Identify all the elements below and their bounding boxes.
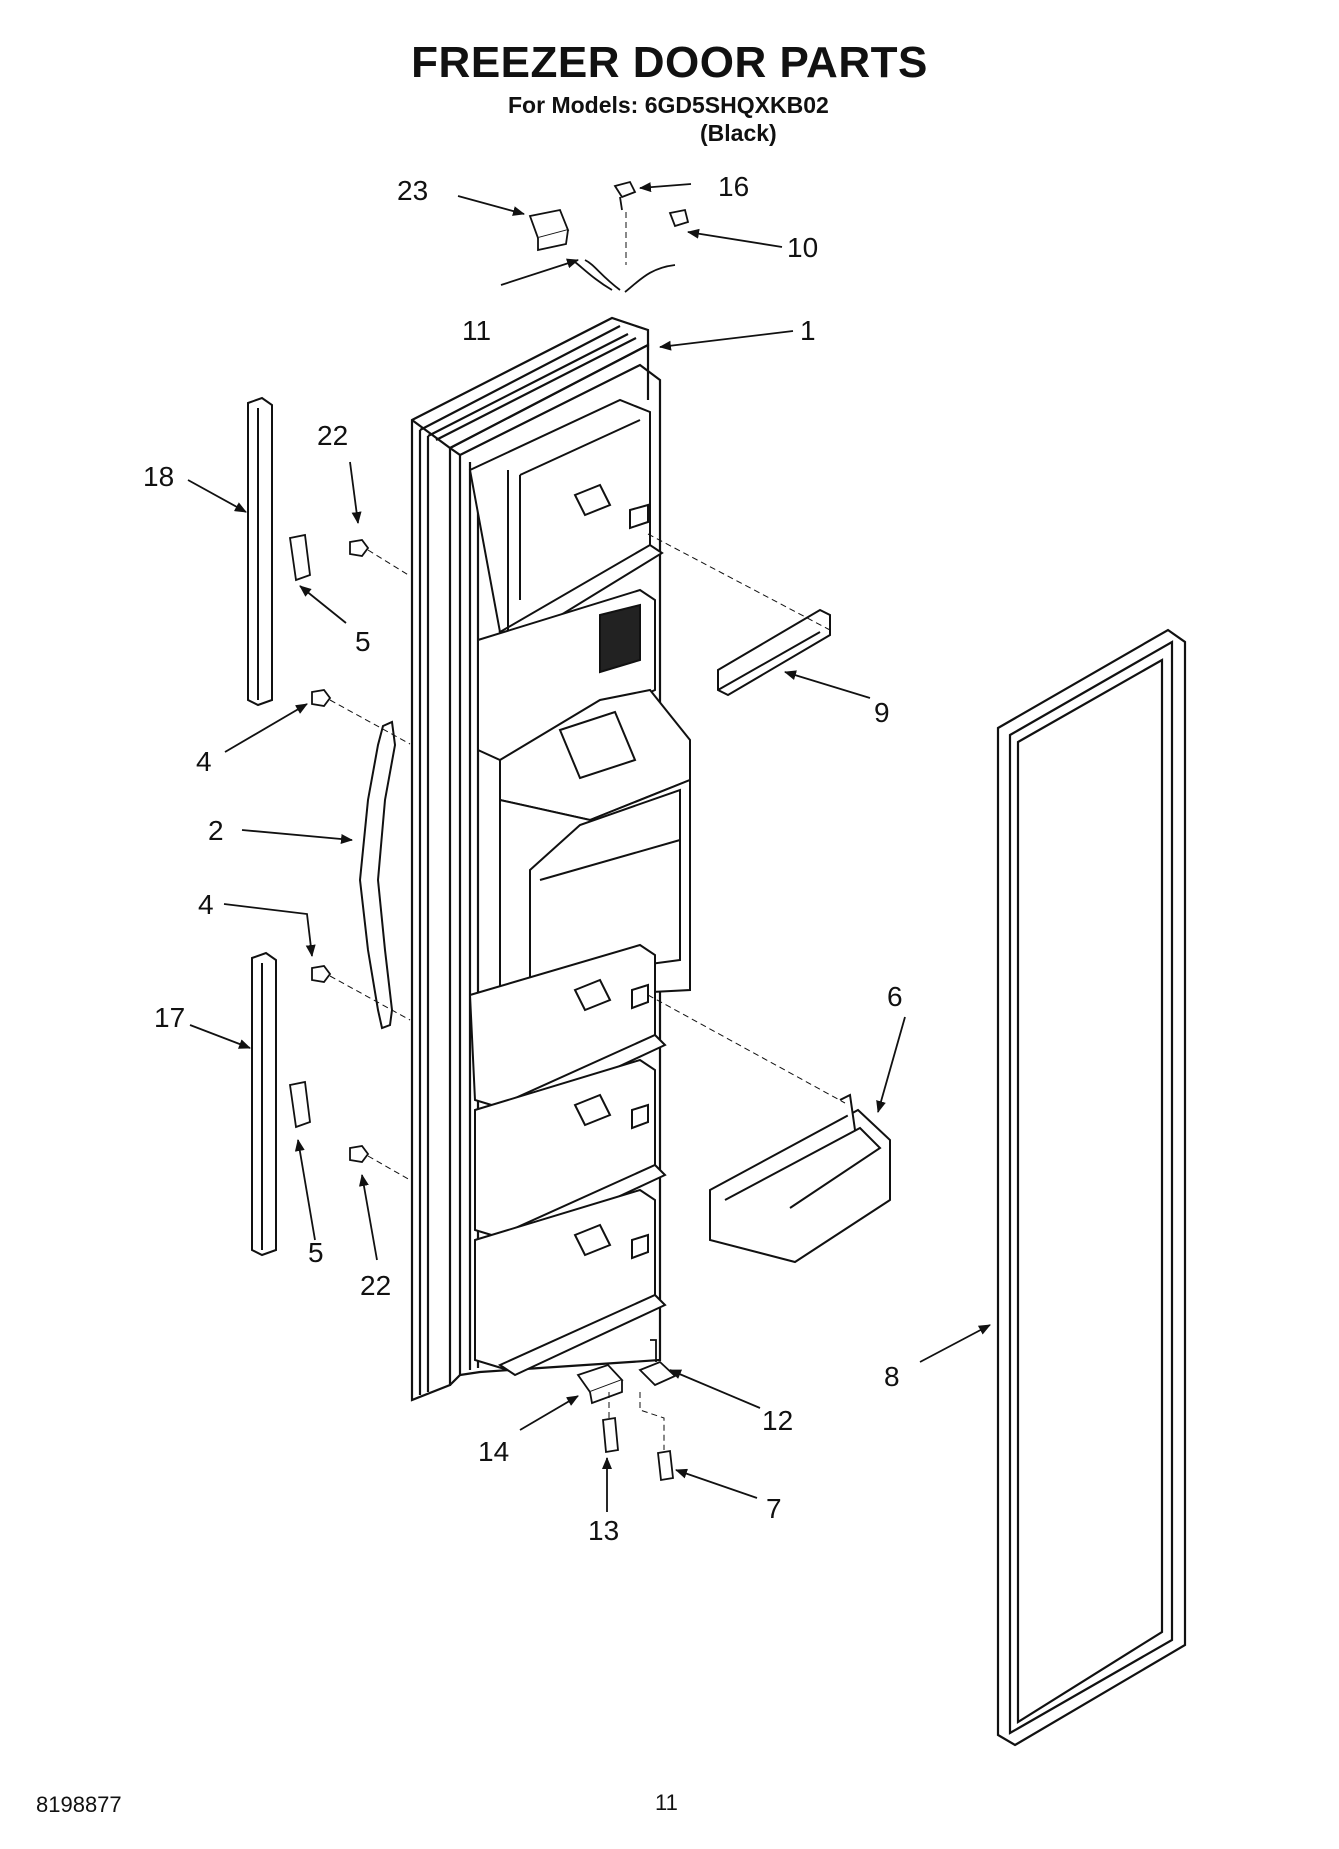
model-subtitle: For Models: 6GD5SHQXKB02 [508, 92, 829, 118]
callout-7: 7 [766, 1493, 782, 1524]
callout-2: 2 [208, 815, 224, 846]
trim-strips [247, 396, 277, 1257]
callout-4-top: 4 [196, 746, 212, 777]
leader-lines [187, 182, 991, 1512]
small-fasteners [288, 533, 370, 1163]
callout-5-top: 5 [355, 626, 371, 657]
callout-12: 12 [762, 1405, 793, 1436]
callout-18: 18 [143, 461, 174, 492]
callout-4-bottom: 4 [198, 889, 214, 920]
color-variant: (Black) [700, 120, 777, 146]
callout-10: 10 [787, 232, 818, 263]
door-handle [358, 720, 397, 1030]
callout-23: 23 [397, 175, 428, 206]
page-number: 11 [655, 1790, 678, 1815]
callout-6: 6 [887, 981, 903, 1012]
dairy-bin [709, 1093, 891, 1264]
callout-1: 1 [800, 315, 816, 346]
callout-5-bottom: 5 [308, 1237, 324, 1268]
hinge-hardware [576, 1339, 677, 1482]
callout-8: 8 [884, 1361, 900, 1392]
dispenser-cavity [477, 588, 691, 1002]
callout-9: 9 [874, 697, 890, 728]
callout-14: 14 [478, 1436, 509, 1467]
callout-13: 13 [588, 1515, 619, 1546]
bin-rail [717, 608, 831, 697]
callout-22-top: 22 [317, 420, 348, 451]
callout-22-bottom: 22 [360, 1270, 391, 1301]
alignment-lines [329, 212, 846, 1450]
page-title: FREEZER DOOR PARTS [411, 38, 928, 87]
callout-11: 11 [462, 315, 491, 346]
top-hardware [528, 180, 690, 293]
document-number: 8198877 [36, 1792, 122, 1817]
door-gasket [996, 628, 1187, 1747]
callout-17: 17 [154, 1002, 185, 1033]
lower-door-bins [468, 943, 667, 1377]
callout-16: 16 [718, 171, 749, 202]
